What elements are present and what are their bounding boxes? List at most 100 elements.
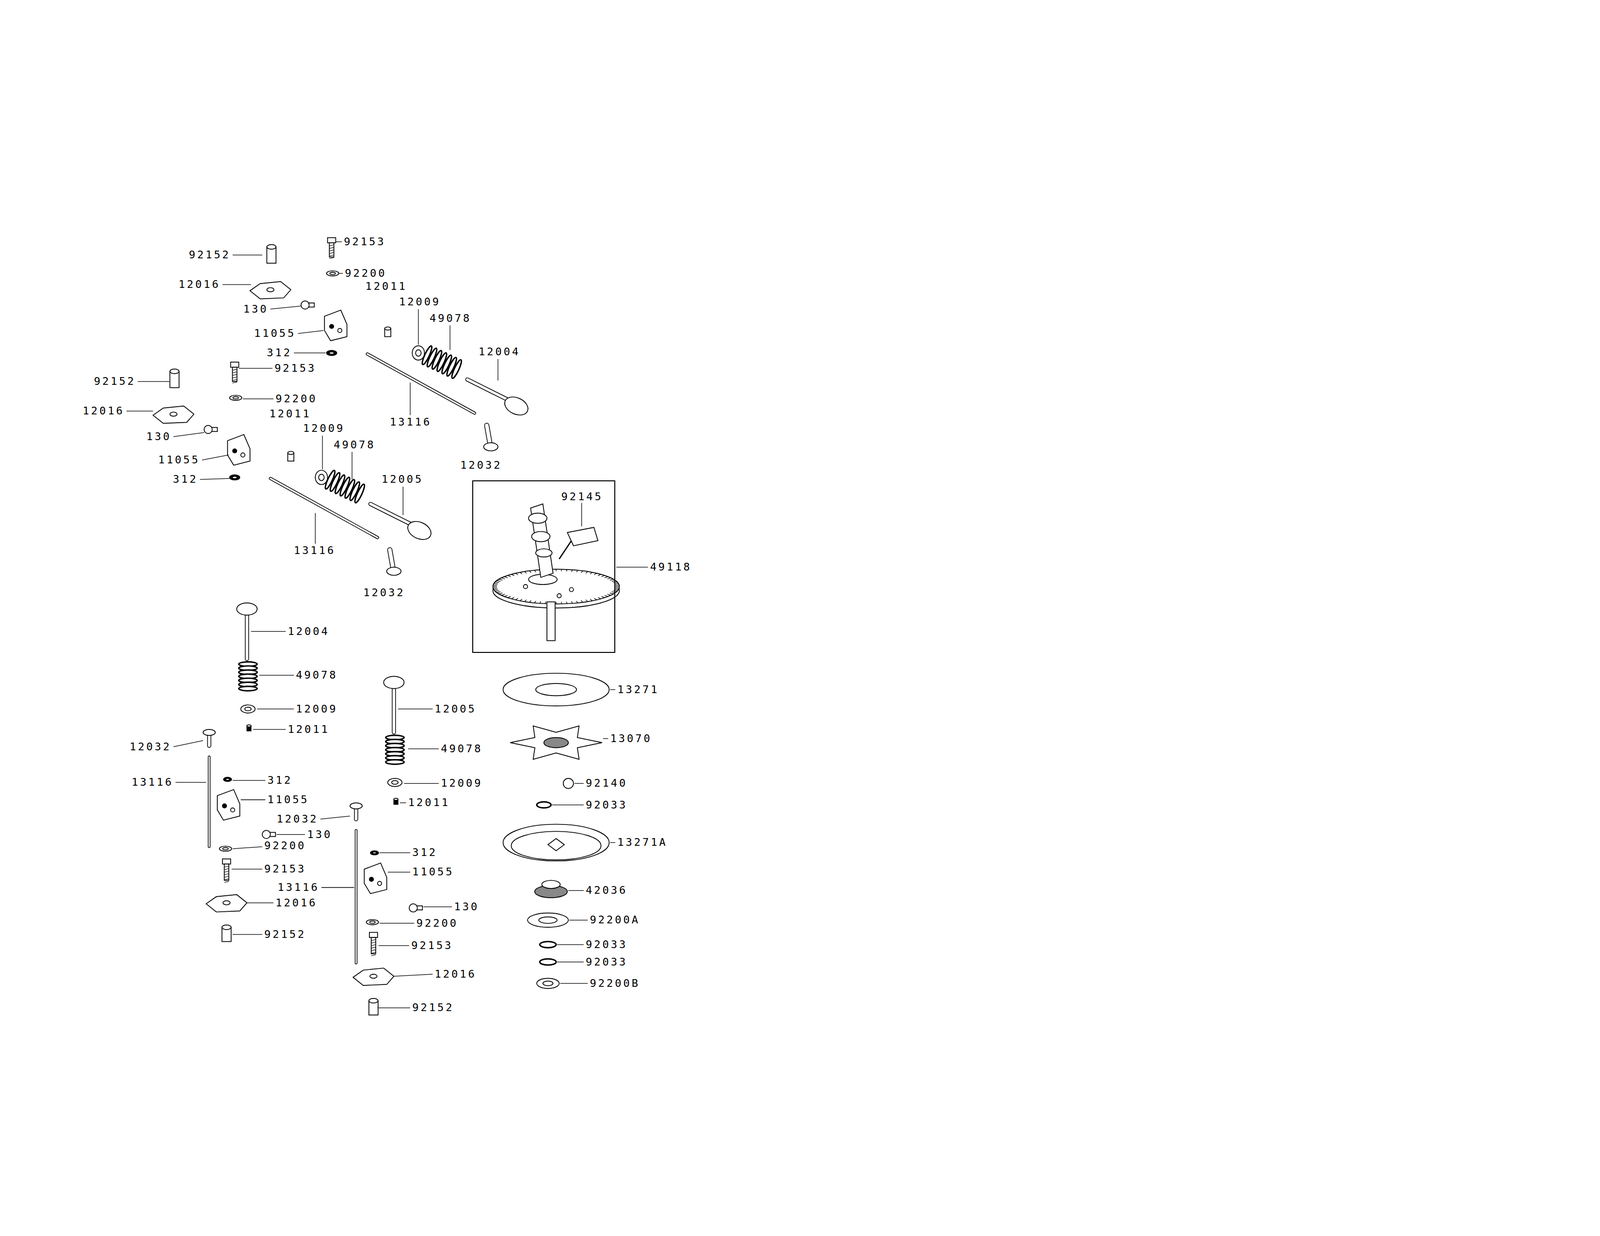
leader-line (610, 842, 616, 844)
gear-tooth (501, 577, 505, 579)
callout-number: 49118 (650, 561, 692, 573)
callout-number: 12016 (434, 969, 477, 980)
callout-number: 92152 (412, 1002, 454, 1014)
gear-tooth (507, 575, 511, 577)
leader-line (202, 455, 229, 461)
gear-tooth (495, 582, 499, 583)
callout-number: 92033 (585, 939, 628, 951)
bolt-thread (371, 955, 376, 957)
valve-train-group (153, 362, 434, 576)
washer (315, 470, 328, 485)
dish (503, 824, 610, 862)
bolt-thread (232, 374, 237, 376)
bracket-hole (232, 448, 237, 453)
dish-hole (547, 838, 565, 851)
gear-tooth (498, 579, 503, 581)
bracket-hole (369, 877, 374, 882)
valve-stem (467, 379, 511, 401)
bolt-thread (329, 250, 334, 252)
leader-line (232, 255, 263, 256)
bolt-thread (329, 244, 334, 246)
gear-tooth (585, 599, 588, 602)
gear-tooth (590, 599, 593, 601)
gear-tooth (504, 576, 508, 578)
callout-number: 12005 (434, 704, 477, 715)
decompression-weight (567, 527, 598, 546)
callout-number: 12011 (408, 797, 450, 809)
disc-hole (535, 683, 577, 696)
leader-line (293, 352, 326, 354)
valve-stem-core (245, 613, 249, 660)
bolt-thread (224, 871, 229, 873)
leader-line (242, 398, 274, 400)
callout-number: 130 (146, 431, 172, 443)
callout-number: 92145 (560, 491, 603, 503)
washer (326, 271, 339, 277)
callout-number: 12016 (275, 897, 318, 909)
leader-lines (126, 241, 648, 1009)
valve-spring (420, 345, 464, 380)
gear-tooth (590, 572, 593, 575)
washer (223, 777, 232, 782)
callout-number: 12009 (399, 296, 441, 308)
callout-number: 13116 (389, 416, 432, 428)
callout-number: 12004 (478, 346, 521, 358)
weight-spring (559, 540, 572, 560)
tappet-stem (486, 425, 490, 444)
washer-hole (538, 917, 558, 924)
leader-line (270, 305, 302, 309)
leader-line (320, 816, 351, 820)
gear-tooth (515, 598, 518, 600)
callout-number: 13116 (277, 882, 320, 894)
gear-tooth (560, 602, 562, 605)
callout-number: 92200B (589, 978, 640, 990)
callout-number: 12032 (363, 587, 405, 599)
washer-hole (232, 476, 237, 480)
leader-line (321, 887, 354, 888)
gear-tooth (607, 594, 611, 596)
bolt-shank (329, 242, 334, 257)
push-rod-core (270, 478, 378, 538)
bolt-thread (224, 876, 229, 878)
gear-tooth (615, 584, 620, 586)
leader-line (175, 782, 207, 784)
valve-stem-core (467, 379, 511, 401)
gear-tooth (581, 571, 584, 574)
washer-hole (391, 780, 399, 785)
push-rod (367, 353, 475, 414)
bolt-shank (371, 937, 376, 955)
callout-number: 49078 (440, 743, 483, 755)
bolt-head (262, 830, 271, 839)
bolt-head (327, 237, 336, 243)
callout-number: 13116 (293, 545, 336, 557)
leader-line (398, 708, 433, 710)
push-rod-core (355, 830, 357, 964)
washer (370, 850, 379, 855)
bracket-hole (222, 803, 227, 808)
leader-line (557, 961, 584, 963)
valve-train-group (203, 603, 276, 943)
leader-line (256, 708, 294, 710)
sleeve-top (542, 880, 561, 889)
leader-line (259, 675, 295, 676)
leader-line (560, 983, 588, 984)
leader-line (379, 852, 411, 854)
gear-tooth (576, 570, 578, 573)
bracket-hole (329, 324, 334, 329)
leader-line (557, 944, 584, 945)
leader-line (603, 738, 609, 739)
gear-tooth (609, 592, 614, 594)
valve-stem (391, 686, 396, 733)
bushing-top (393, 798, 398, 801)
gear-tooth (529, 571, 532, 574)
leader-line (449, 325, 450, 351)
callout-number: 12016 (82, 405, 125, 417)
gear-tooth (604, 595, 608, 597)
valve-head (236, 603, 257, 616)
washer-hole (225, 778, 230, 781)
rocker-bracket (217, 789, 240, 821)
callout-number: 13116 (131, 777, 174, 788)
leader-line (409, 382, 411, 416)
callout-number: 12004 (287, 626, 330, 638)
rocker-hole (369, 974, 378, 979)
